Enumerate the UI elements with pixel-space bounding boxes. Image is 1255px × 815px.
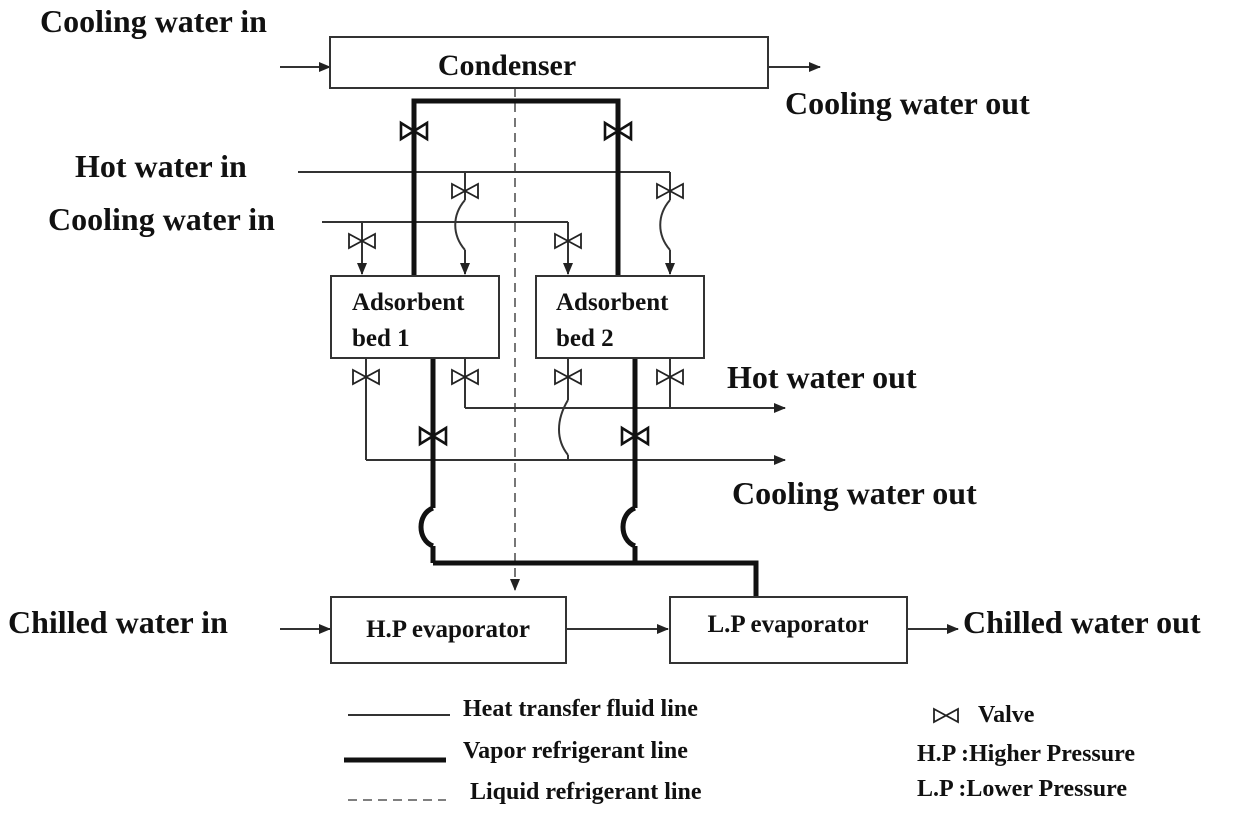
adsorbent-bed-2-box <box>535 275 705 359</box>
hot-water-out-label: Hot water out <box>727 359 917 395</box>
valve-icon <box>933 707 959 724</box>
valve-icon <box>554 232 582 250</box>
cooling-water-out-mid-label: Cooling water out <box>732 475 977 511</box>
valve-icon <box>620 425 650 447</box>
valve-icon <box>352 368 380 386</box>
legend-liquid-label: Liquid refrigerant line <box>470 779 702 805</box>
cooling-water-in-top-label: Cooling water in <box>40 3 267 39</box>
vapor-refrigerant-lines <box>411 98 759 596</box>
valve-icon <box>348 232 376 250</box>
hot-water-in-label: Hot water in <box>75 148 247 184</box>
adsorbent-bed-1-box <box>330 275 500 359</box>
condenser-box <box>329 36 769 89</box>
valve-icon <box>418 425 448 447</box>
adsorbent-bed-1-label-line1: Adsorbent <box>352 289 465 316</box>
condenser-label: Condenser <box>438 49 576 82</box>
valves <box>348 120 684 447</box>
hp-evaporator-box <box>330 596 567 664</box>
legend-hp-definition: H.P :Higher Pressure <box>917 741 1135 767</box>
lp-evaporator-box <box>669 596 908 664</box>
cooling-water-out-top-label: Cooling water out <box>785 85 1030 121</box>
valve-icon <box>451 368 479 386</box>
legend-heat-transfer-label: Heat transfer fluid line <box>463 696 698 722</box>
cooling-water-in-mid-label: Cooling water in <box>48 201 275 237</box>
valve-icon <box>656 368 684 386</box>
valve-icon <box>603 120 633 142</box>
legend-lp-definition: L.P :Lower Pressure <box>917 776 1127 802</box>
valve-icon <box>656 182 684 200</box>
chilled-water-in-label: Chilled water in <box>8 604 228 640</box>
chilled-water-out-label: Chilled water out <box>963 604 1201 640</box>
adsorbent-bed-2-label-line1: Adsorbent <box>556 289 669 316</box>
lp-evaporator-label: L.P evaporator <box>707 611 868 638</box>
hp-evaporator-label: H.P evaporator <box>366 616 530 643</box>
adsorbent-bed-2-label-line2: bed 2 <box>556 325 614 352</box>
valve-icon <box>399 120 429 142</box>
legend: Heat transfer fluid line Vapor refrigera… <box>344 696 1135 805</box>
heat-transfer-fluid-lines <box>280 62 959 634</box>
valve-icon <box>554 368 582 386</box>
valve-icon <box>451 182 479 200</box>
adsorbent-bed-1-label-line2: bed 1 <box>352 325 410 352</box>
legend-valve-label: Valve <box>978 702 1035 728</box>
legend-vapor-label: Vapor refrigerant line <box>463 738 688 764</box>
